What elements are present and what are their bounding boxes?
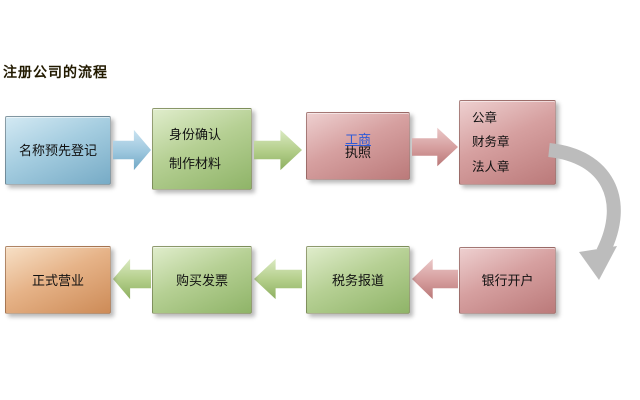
flow-box-name-pre-registration: 名称预先登记 <box>5 116 111 185</box>
flow-box-tax-registration: 税务报道 <box>306 246 410 314</box>
curved-down-arrow-icon <box>548 143 621 280</box>
box-label-line2: 制作材料 <box>169 156 222 171</box>
arrow-right-icon <box>254 129 302 171</box>
box-label-line2: 财务章 <box>472 135 510 150</box>
arrow-left-icon <box>412 258 458 300</box>
arrow-right-icon <box>113 129 151 171</box>
flow-box-bank-account: 银行开户 <box>459 247 556 314</box>
box-label: 购买发票 <box>175 272 228 288</box>
flow-box-seals: 公章 财务章 法人章 <box>459 100 556 185</box>
arrow-left-icon <box>254 258 302 300</box>
box-label-line1: 身份确认 <box>169 127 222 142</box>
box-label: 名称预先登记 <box>18 143 97 158</box>
box-label: 税务报道 <box>331 272 384 288</box>
flow-box-business-license: 工商执照 <box>306 112 410 180</box>
box-label: 银行开户 <box>481 273 534 288</box>
arrow-right-icon <box>412 127 458 167</box>
gongshang-link[interactable]: 工商 <box>344 132 371 147</box>
box-label: 工商执照 <box>345 133 371 159</box>
box-label: 正式营业 <box>31 272 84 288</box>
flow-box-identity-materials: 身份确认 制作材料 <box>152 108 252 190</box>
box-label-line1: 公章 <box>472 110 498 125</box>
arrow-left-icon <box>113 258 151 300</box>
flow-box-official-business: 正式营业 <box>5 246 111 314</box>
flow-box-buy-invoices: 购买发票 <box>152 246 252 314</box>
license-suffix: 执照 <box>344 145 371 160</box>
page-title: 注册公司的流程 <box>3 64 108 80</box>
box-label-line3: 法人章 <box>472 159 510 174</box>
